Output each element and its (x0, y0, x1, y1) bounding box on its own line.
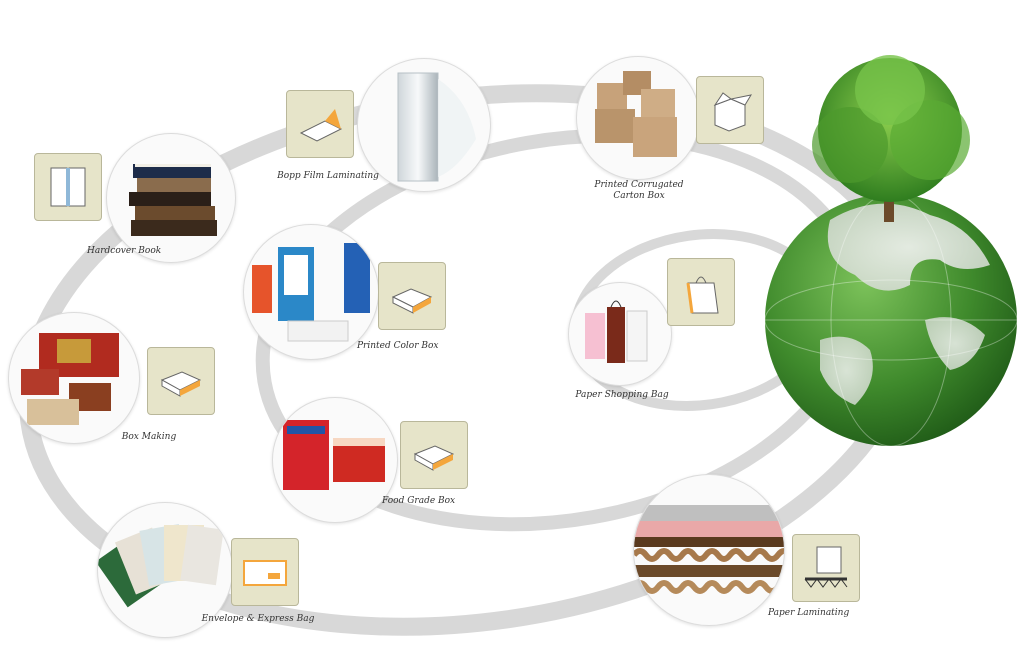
corrugated-box-photo (576, 56, 700, 180)
tree-globe (760, 50, 1022, 450)
paper-laminating-label: Paper Laminating (768, 608, 850, 618)
hardcover-book-icon (34, 153, 102, 221)
bopp-film-label: Bopp Film Laminating (277, 171, 379, 181)
shopping-bag-icon (667, 258, 735, 326)
laminate-sheet-icon (792, 534, 860, 602)
hardcover-book-label: Hardcover Book (87, 246, 162, 256)
folded-box-icon (378, 262, 446, 330)
box-making-photo (8, 312, 140, 444)
food-box-label: Food Grade Box (382, 496, 456, 506)
envelope-icon (231, 538, 299, 606)
shopping-bag-photo (568, 282, 672, 386)
open-carton-icon (696, 76, 764, 144)
paper-laminating-photo (633, 474, 785, 626)
box-blank-icon (147, 347, 215, 415)
bopp-film-photo (357, 58, 491, 192)
film-sheet-icon (286, 90, 354, 158)
globe-land (827, 203, 990, 291)
envelope-photo (97, 502, 233, 638)
globe-land-2 (820, 336, 873, 405)
hardcover-book-photo (106, 133, 236, 263)
color-box-photo (243, 224, 379, 360)
corrugated-box-label: Printed Corrugated Carton Box (594, 180, 684, 201)
shopping-bag-label: Paper Shopping Bag (575, 390, 669, 400)
box-making-label: Box Making (121, 432, 177, 442)
globe-land-3 (925, 317, 985, 370)
envelope-label: Envelope & Express Bag (201, 614, 315, 624)
food-box-icon (400, 421, 468, 489)
color-box-label: Printed Color Box (357, 341, 439, 351)
food-box-photo (272, 397, 398, 523)
